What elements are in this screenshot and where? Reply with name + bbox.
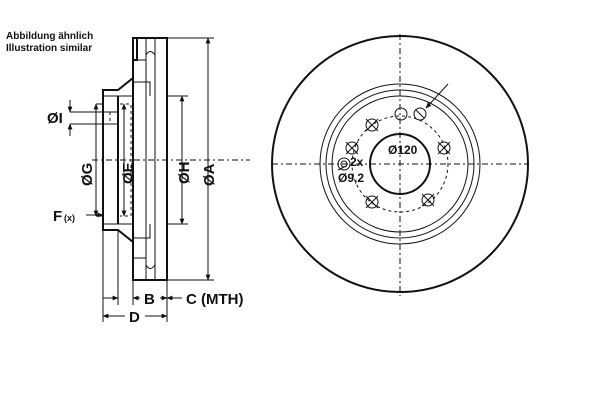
hub-face-lines — [103, 95, 133, 225]
label-f-suffix: (x) — [64, 213, 75, 223]
locating-hole-mark-a — [415, 109, 425, 119]
section-view: ØI ØG ØE ØH ØA F (x) C (M — [47, 37, 250, 326]
label-b: B — [144, 291, 155, 308]
locating-hole-left — [337, 157, 351, 171]
locating-hole-arrow — [425, 83, 449, 109]
label-holes-dia: Ø9,2 — [338, 171, 364, 185]
locating-holes — [337, 107, 427, 171]
label-dia-g: ØG — [79, 163, 96, 186]
caption-english: Illustration similar — [6, 43, 93, 54]
disc-outer-profile — [132, 37, 168, 281]
vent-arc-top — [145, 51, 156, 56]
bolt-hole-4 — [365, 195, 379, 209]
vent-arc-bottom — [145, 264, 156, 269]
label-c-mth: C (MTH) — [186, 291, 243, 308]
label-dia-i: ØI — [47, 110, 63, 127]
bolt-holes — [345, 118, 451, 209]
label-holes-count: 2x — [350, 155, 364, 169]
caption-german: Abbildung ähnlich — [6, 31, 94, 42]
locating-hole-top — [394, 107, 408, 121]
bolt-hole-2 — [437, 141, 451, 155]
bolt-hole-1 — [365, 118, 379, 132]
label-pcd: Ø120 — [388, 143, 418, 157]
hub-profile — [102, 77, 134, 243]
label-dia-e: ØE — [120, 162, 137, 184]
label-f: F — [53, 208, 62, 225]
hub-step-lines — [133, 81, 151, 239]
holes-leader-line — [337, 165, 347, 171]
label-dia-a: ØA — [201, 163, 218, 186]
bolt-hole-3 — [421, 193, 435, 207]
label-d: D — [129, 309, 140, 326]
locating-hole-top-right — [413, 107, 427, 121]
bolt-hole-5 — [345, 141, 359, 155]
front-view: 2x Ø9,2 Ø120 — [271, 34, 529, 296]
label-dia-h: ØH — [176, 162, 193, 185]
